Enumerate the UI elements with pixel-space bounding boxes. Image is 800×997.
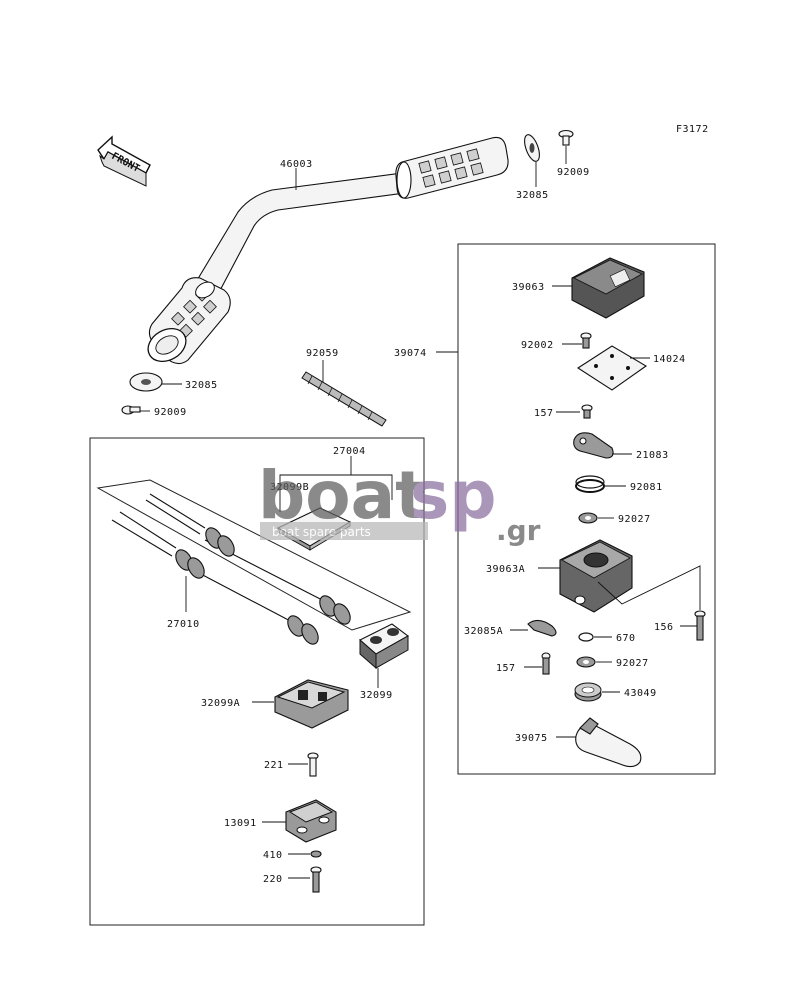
washer-92027-bottom [576,656,596,668]
label-92081: 92081 [630,482,663,493]
label-221: 221 [264,760,284,771]
label-39075: 39075 [515,733,548,744]
right-assembly-box [457,243,716,775]
seal-43049 [574,682,602,702]
clamp-13091 [285,799,337,843]
left-assembly-box [89,437,425,926]
washer-32085-left [129,372,163,392]
washer-410 [310,850,322,858]
label-39074: 39074 [394,348,427,359]
label-39063: 39063 [512,282,545,293]
label-92027-top: 92027 [618,514,651,525]
label-32099A: 32099A [201,698,240,709]
label-32085-left: 32085 [185,380,218,391]
label-27004: 27004 [333,446,366,457]
label-670: 670 [616,633,636,644]
label-92059: 92059 [306,348,339,359]
lever-39075 [575,717,642,768]
label-92009-left: 92009 [154,407,187,418]
clip-32085A [527,619,557,637]
label-32099: 32099 [360,690,393,701]
label-27010: 27010 [167,619,200,630]
lever-21083 [573,432,614,459]
label-43049: 43049 [624,688,657,699]
label-92009-top: 92009 [557,167,590,178]
handlebar-46003 [147,136,509,365]
spring-92081 [575,475,605,493]
figure-id: F3172 [676,124,709,135]
screw-92009-left [121,405,141,415]
label-21083: 21083 [636,450,669,461]
bolt-157-top [581,404,593,419]
housing-32099A [274,679,349,729]
oring-670 [578,632,594,642]
label-32085A: 32085A [464,626,503,637]
bolt-220 [310,866,322,893]
watermark-text-dark: boat [258,457,427,534]
plate-14024 [576,345,648,391]
watermark-tagline: boat spare parts [272,525,371,539]
label-92002: 92002 [521,340,554,351]
spring-92059 [301,371,387,427]
watermark-tagline-bar [260,522,428,540]
watermark-text-accent: sp [410,457,497,534]
washer-32085-top [524,134,540,162]
bracket-27004 [279,474,351,512]
bolt-156 [694,610,706,641]
label-410: 410 [263,850,283,861]
washer-92027-top [578,512,598,524]
harness-frame [96,479,412,631]
cap-32099 [359,623,410,670]
housing-39063A [559,539,633,613]
label-220: 220 [263,874,283,885]
label-13091: 13091 [224,818,257,829]
label-32099B: 32099B [270,482,309,493]
label-156: 156 [654,622,674,633]
label-46003: 46003 [280,159,313,170]
front-arrow-icon: FRONT [97,135,151,187]
connector-group-1 [175,527,351,645]
screw-92009-top [558,129,574,146]
watermark-logo: boat sp .gr boat spare parts [258,457,541,547]
label-32085-top: 32085 [516,190,549,201]
watermark-suffix: .gr [496,514,541,547]
cover-39063 [571,257,645,319]
label-157-top: 157 [534,408,554,419]
screw-221 [307,752,319,777]
label-14024: 14024 [653,354,686,365]
label-157-bottom: 157 [496,663,516,674]
label-92027-bottom: 92027 [616,658,649,669]
screw-92002 [580,332,592,349]
bolt-157-bottom [541,652,551,675]
label-39063A: 39063A [486,564,525,575]
guide-156 [597,565,701,610]
